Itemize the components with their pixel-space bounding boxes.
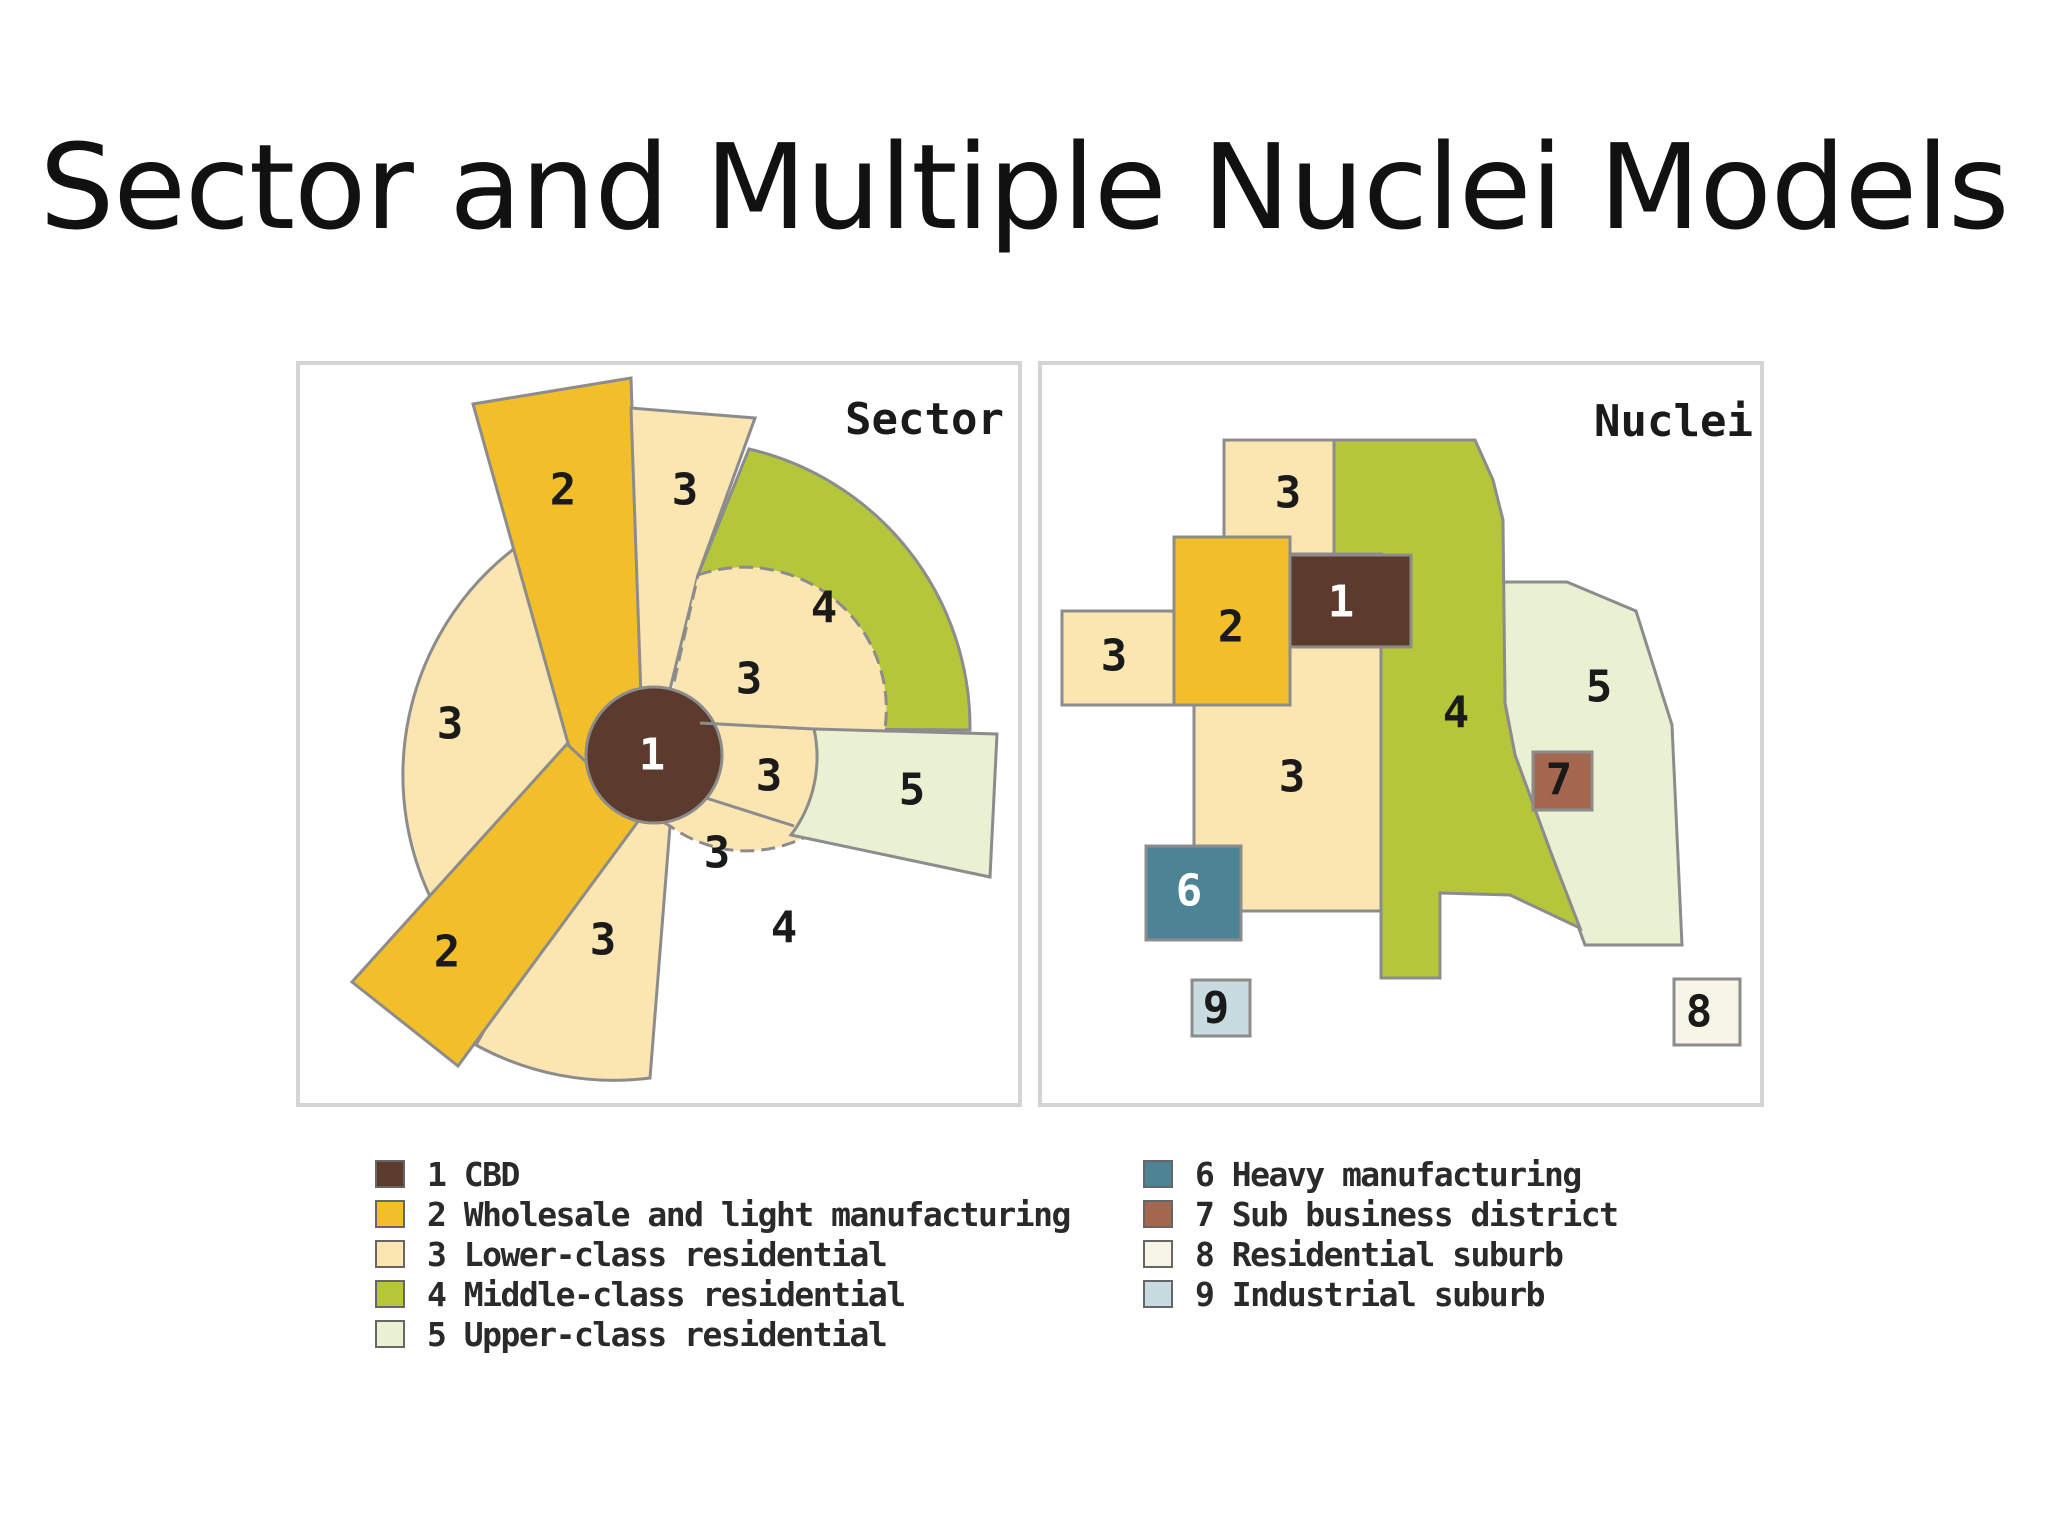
legend-right: 6 Heavy manufacturing 7 Sub business dis… (1143, 1154, 1619, 1314)
nuclei-label: 8 (1686, 987, 1713, 1038)
sector-label: 5 (899, 765, 926, 816)
legend-item-cbd: 1 CBD (375, 1154, 1070, 1194)
sector-panel-title: Sector (845, 394, 1004, 445)
legend-label: 4 Middle-class residential (427, 1274, 906, 1314)
legend-item-upper-class: 5 Upper-class residential (375, 1314, 1070, 1354)
legend-item-industrial-suburb: 9 Industrial suburb (1143, 1274, 1617, 1314)
legend-swatch (1143, 1160, 1173, 1188)
sector-model: Sector 1 2 2 3 3 3 3 3 3 4 4 5 (349, 376, 1004, 1082)
nuclei-zone-heavy-manufacturing (1144, 844, 1243, 942)
nuclei-zone-cbd (1288, 553, 1413, 649)
sector-zone-upper-class (788, 727, 999, 879)
legend-left: 1 CBD 2 Wholesale and light manufacturin… (375, 1154, 1071, 1354)
sector-label: 3 (736, 654, 763, 705)
nuclei-zone-industrial-suburb (1190, 978, 1252, 1038)
sector-label: 2 (434, 927, 461, 978)
nuclei-zone-lower-class-top (1222, 438, 1336, 556)
legend-swatch (1143, 1240, 1173, 1268)
legend-item-sub-business: 7 Sub business district (1143, 1194, 1619, 1234)
slide-title: Sector and Multiple Nuclei Models (39, 118, 2010, 256)
nuclei-label: 3 (1275, 468, 1302, 519)
sector-label: 1 (639, 730, 666, 781)
legend-label: 5 Upper-class residential (427, 1314, 888, 1354)
legend-item-wholesale: 2 Wholesale and light manufacturing (375, 1194, 1071, 1234)
nuclei-label: 2 (1218, 602, 1245, 653)
nuclei-label: 9 (1203, 983, 1230, 1034)
sector-ring-divider (705, 796, 795, 828)
legend-swatch (375, 1280, 405, 1308)
legend-item-heavy-manufacturing: 6 Heavy manufacturing (1143, 1154, 1617, 1194)
legend-swatch (1143, 1200, 1173, 1228)
sector-ring-divider (699, 721, 815, 731)
legend-label: 3 Lower-class residential (427, 1234, 888, 1274)
legend-label: 6 Heavy manufacturing (1195, 1154, 1582, 1194)
nuclei-label: 6 (1176, 866, 1203, 917)
legend-swatch (375, 1160, 405, 1188)
sector-label: 4 (811, 583, 838, 634)
nuclei-model: Nuclei 1 2 3 3 3 4 5 6 7 8 9 (1060, 396, 1753, 1047)
legend-item-middle-class: 4 Middle-class residential (375, 1274, 1070, 1314)
sector-label: 3 (704, 828, 731, 879)
nuclei-label: 3 (1101, 631, 1128, 682)
legend-item-residential-suburb: 8 Residential suburb (1143, 1234, 1617, 1274)
nuclei-zone-sub-business (1531, 750, 1594, 812)
sector-label: 3 (437, 699, 464, 750)
sector-zone-cbd (584, 685, 724, 825)
nuclei-label: 4 (1443, 688, 1470, 739)
sector-label: 4 (771, 903, 798, 954)
nuclei-label: 7 (1546, 755, 1573, 806)
legend-swatch (375, 1320, 405, 1348)
nuclei-panel-title: Nuclei (1594, 396, 1753, 447)
legend-swatch (375, 1200, 405, 1228)
sector-zone-lower-class-bottom (473, 789, 672, 1082)
sector-label: 2 (550, 465, 577, 516)
nuclei-zone-residential-suburb (1672, 977, 1742, 1047)
legend-label: 8 Residential suburb (1195, 1234, 1564, 1274)
nuclei-zone-wholesale (1172, 535, 1292, 707)
legend-item-lower-class: 3 Lower-class residential (375, 1234, 1070, 1274)
legend-swatch (1143, 1280, 1173, 1308)
legend-swatch (375, 1240, 405, 1268)
sector-label: 3 (756, 751, 783, 802)
nuclei-label: 5 (1586, 662, 1613, 713)
nuclei-label: 1 (1328, 577, 1355, 628)
nuclei-label: 3 (1279, 752, 1306, 803)
legend-label: 2 Wholesale and light manufacturing (427, 1194, 1071, 1234)
legend-label: 7 Sub business district (1195, 1194, 1619, 1234)
sector-label: 3 (590, 915, 617, 966)
legend-label: 1 CBD (427, 1154, 520, 1194)
legend-label: 9 Industrial suburb (1195, 1274, 1546, 1314)
sector-label: 3 (672, 465, 699, 516)
